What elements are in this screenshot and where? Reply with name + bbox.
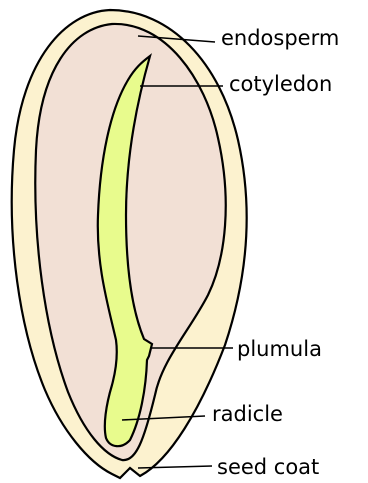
label-plumula: plumula [237,337,322,361]
label-cotyledon: cotyledon [229,72,332,96]
label-endosperm: endosperm [221,26,339,50]
label-seed-coat: seed coat [217,455,319,479]
label-radicle: radicle [212,402,283,426]
